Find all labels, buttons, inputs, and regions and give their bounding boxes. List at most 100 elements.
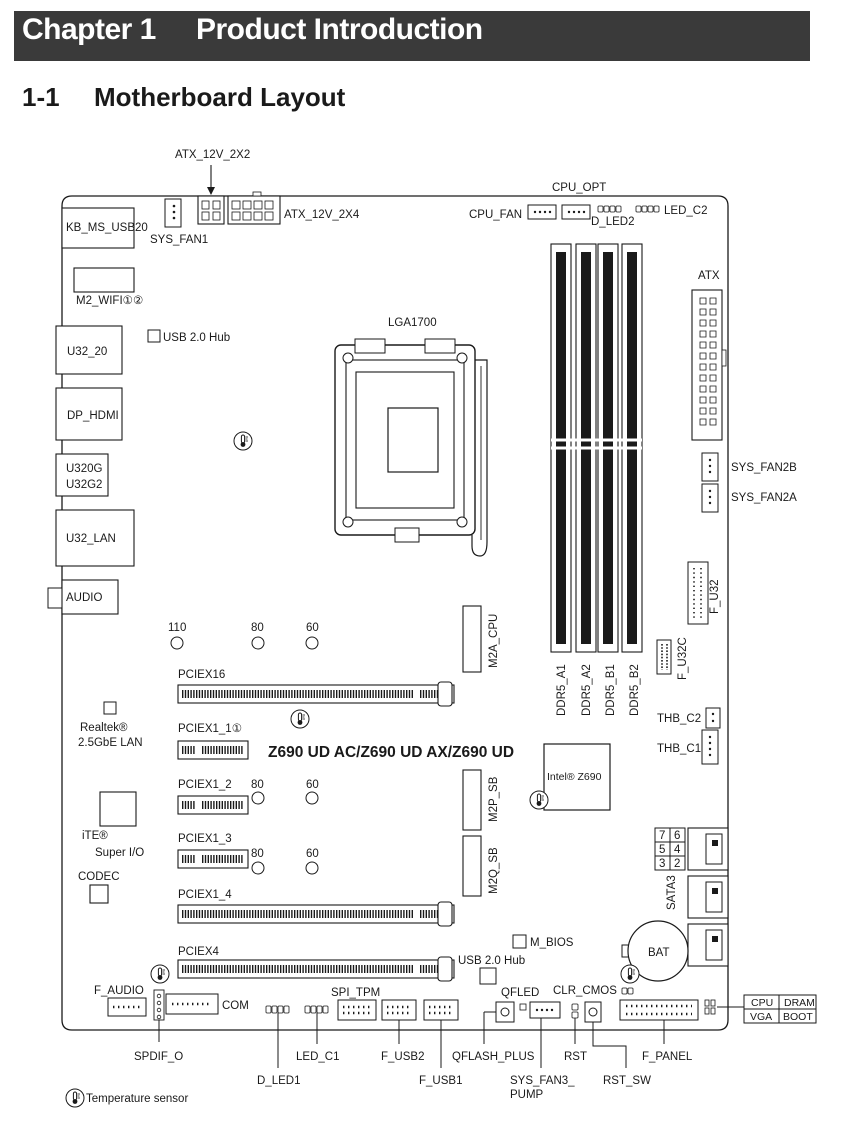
board-model-name: Z690 UD AC/Z690 UD AX/Z690 UD bbox=[268, 744, 514, 761]
label-realtek: Realtek® bbox=[80, 722, 128, 734]
qfled-led bbox=[519, 1003, 527, 1011]
label-pciex4: PCIEX4 bbox=[178, 946, 220, 958]
label-qfled: QFLED bbox=[501, 987, 539, 999]
label-realtek-lan: 2.5GbE LAN bbox=[78, 737, 143, 749]
cpu-fan-header bbox=[527, 204, 557, 220]
atx-12v-2x4-connector bbox=[227, 191, 281, 225]
label-m2-80-c: 80 bbox=[251, 848, 264, 860]
temperature-sensor-icon bbox=[150, 964, 170, 984]
chapter-title: Product Introduction bbox=[196, 13, 483, 46]
sys-fan3-pump-header bbox=[529, 1001, 561, 1019]
temperature-sensor-icon bbox=[620, 964, 640, 984]
spi-tpm-header bbox=[337, 999, 377, 1021]
label-m2a-cpu: M2A_CPU bbox=[488, 614, 500, 668]
label-sata3: SATA3 bbox=[666, 875, 678, 910]
realtek-lan-chip bbox=[103, 701, 117, 715]
cmos-battery bbox=[621, 920, 689, 982]
m2p-sb-slot bbox=[462, 769, 482, 831]
led-label-dram: DRAM bbox=[784, 997, 815, 1009]
pciex1-3-slot bbox=[177, 849, 249, 869]
pciex16-slot bbox=[177, 681, 455, 707]
label-com: COM bbox=[222, 1000, 249, 1012]
com-header bbox=[165, 993, 219, 1015]
label-intel-z690: Intel® Z690 bbox=[547, 771, 602, 783]
usb20-hub-chip-top bbox=[147, 329, 161, 343]
sata-port-3: 3 bbox=[659, 858, 665, 870]
label-rst: RST bbox=[564, 1051, 587, 1063]
label-led-c1: LED_C1 bbox=[296, 1051, 339, 1063]
label-dp-hdmi: DP_HDMI bbox=[67, 410, 119, 422]
label-m2-80: 80 bbox=[251, 622, 264, 634]
label-f-panel: F_PANEL bbox=[642, 1051, 693, 1063]
label-d-led1: D_LED1 bbox=[257, 1075, 300, 1087]
label-ddr5-b1: DDR5_B1 bbox=[605, 664, 617, 716]
label-u320g: U320G bbox=[66, 463, 102, 475]
pciex1-2-slot bbox=[177, 795, 249, 815]
clr-cmos-jumper bbox=[571, 1003, 579, 1019]
debug-led-pins bbox=[621, 987, 716, 1015]
status-led-table bbox=[743, 994, 817, 1024]
chapter-number: Chapter 1 bbox=[22, 13, 156, 46]
label-clr-cmos: CLR_CMOS bbox=[553, 985, 617, 997]
label-m2-wifi: M2_WIFI①② bbox=[76, 295, 143, 307]
usb20-hub-chip-bottom bbox=[479, 967, 497, 985]
led-label-cpu: CPU bbox=[751, 997, 773, 1009]
label-pciex1-4: PCIEX1_4 bbox=[178, 889, 232, 901]
label-f-u32c: F_U32C bbox=[677, 637, 689, 680]
cpu-socket-lga1700 bbox=[334, 338, 488, 557]
label-thb-c1: THB_C1 bbox=[657, 743, 701, 755]
m2q-sb-slot bbox=[462, 835, 482, 897]
label-f-usb1: F_USB1 bbox=[419, 1075, 462, 1087]
label-f-usb2: F_USB2 bbox=[381, 1051, 424, 1063]
m2a-cpu-slot bbox=[462, 605, 482, 673]
label-ddr5-b2: DDR5_B2 bbox=[629, 664, 641, 716]
label-spdif-o: SPDIF_O bbox=[134, 1051, 183, 1063]
thb-c1-header bbox=[701, 729, 719, 765]
spdif-o-header bbox=[153, 989, 165, 1021]
label-d-led2: D_LED2 bbox=[591, 216, 634, 228]
label-f-u32: F_U32 bbox=[709, 579, 721, 614]
chapter-header-bar bbox=[14, 11, 810, 61]
label-usb20-hub-bottom: USB 2.0 Hub bbox=[458, 955, 525, 967]
atx-24pin-connector bbox=[691, 289, 727, 441]
label-usb20-hub-top: USB 2.0 Hub bbox=[163, 332, 230, 344]
sata-port-4: 4 bbox=[674, 844, 681, 856]
board-outline bbox=[61, 195, 729, 1031]
label-led-c2: LED_C2 bbox=[664, 205, 707, 217]
label-m-bios: M_BIOS bbox=[530, 937, 574, 949]
ite-super-io-chip bbox=[99, 791, 137, 827]
led-c1-header bbox=[304, 1005, 329, 1014]
codec-chip bbox=[89, 884, 109, 904]
sata-port-6: 6 bbox=[674, 830, 680, 842]
label-pciex1-2: PCIEX1_2 bbox=[178, 779, 232, 791]
label-m2-60-c: 60 bbox=[306, 848, 319, 860]
m2-wifi-slot bbox=[73, 267, 135, 293]
m2-standoff-60 bbox=[305, 636, 319, 650]
section-number: 1-1 bbox=[22, 82, 60, 112]
f-panel-header bbox=[619, 999, 699, 1021]
dp-hdmi-port bbox=[55, 387, 123, 441]
f-u32-header bbox=[687, 561, 709, 625]
f-audio-header bbox=[107, 997, 147, 1017]
f-usb1-header bbox=[423, 999, 459, 1021]
sys-fan1-header bbox=[164, 198, 182, 228]
label-rst-sw: RST_SW bbox=[603, 1075, 651, 1087]
label-cpu-opt: CPU_OPT bbox=[552, 182, 606, 194]
label-sys-fan3-pump-2: PUMP bbox=[510, 1089, 544, 1101]
label-temperature-sensor: Temperature sensor bbox=[86, 1093, 188, 1105]
intel-z690-chipset bbox=[543, 743, 611, 811]
led-label-vga: VGA bbox=[750, 1011, 772, 1023]
d-led1-header bbox=[265, 1005, 290, 1014]
label-f-audio: F_AUDIO bbox=[94, 985, 144, 997]
label-m2-60: 60 bbox=[306, 622, 319, 634]
label-sys-fan1: SYS_FAN1 bbox=[150, 234, 208, 246]
sata3-connectors bbox=[654, 827, 729, 967]
m2-standoff-110 bbox=[170, 636, 184, 650]
section-title: Motherboard Layout bbox=[94, 82, 346, 112]
label-pciex1-3: PCIEX1_3 bbox=[178, 833, 232, 845]
label-lga1700: LGA1700 bbox=[388, 317, 437, 329]
m-bios-chip bbox=[512, 934, 527, 949]
label-kb-ms-usb20: KB_MS_USB20 bbox=[66, 222, 148, 234]
label-u32-20: U32_20 bbox=[67, 346, 107, 358]
